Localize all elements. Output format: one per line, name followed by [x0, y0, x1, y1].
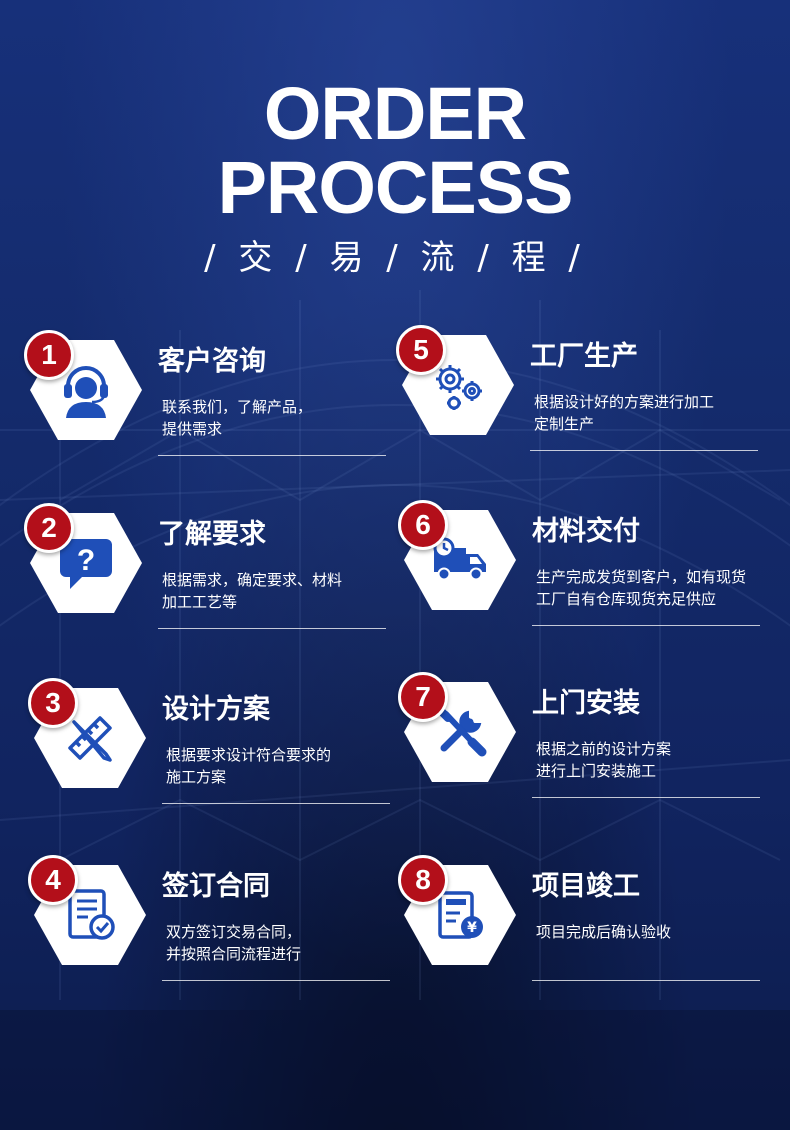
- title-order: ORDER: [263, 72, 527, 155]
- contract-icon: [68, 889, 115, 940]
- step-2: ? 2 了解要求 根据需求，确定要求、材料 加工工艺等: [24, 503, 394, 653]
- step-1: 1 客户咨询 联系我们，了解产品， 提供需求: [24, 330, 394, 480]
- step-8: ¥ 8 项目竣工 项目完成后确认验收: [398, 855, 768, 1005]
- step-title: 材料交付: [532, 516, 640, 547]
- step-description-line: 进行上门安装施工: [536, 762, 657, 780]
- step-5: 5 工厂生产 根据设计好的方案进行加工 定制生产: [396, 325, 766, 475]
- step-number-badge: 7: [398, 672, 448, 722]
- step-description-line: 联系我们，了解产品，: [162, 398, 313, 416]
- step-number-badge: 1: [24, 330, 74, 380]
- step-description: 生产完成发货到客户，如有现货 工厂自有仓库现货充足供应: [536, 566, 771, 610]
- divider: [532, 797, 760, 798]
- step-description-line: 项目完成后确认验收: [536, 923, 672, 941]
- step-description: 根据需求，确定要求、材料 加工工艺等: [162, 569, 397, 613]
- step-description: 根据之前的设计方案 进行上门安装施工: [536, 738, 771, 782]
- step-description-line: 提供需求: [162, 420, 223, 438]
- step-description-line: 工厂自有仓库现货充足供应: [536, 590, 717, 608]
- step-title: 签订合同: [162, 871, 270, 902]
- step-title: 设计方案: [162, 694, 270, 725]
- title-process: PROCESS: [217, 146, 574, 229]
- divider: [532, 980, 760, 981]
- tools-icon: [436, 706, 487, 757]
- step-description-line: 施工方案: [166, 768, 227, 786]
- divider: [162, 803, 390, 804]
- invoice-yen-icon: ¥: [438, 891, 483, 939]
- step-6: 6 材料交付 生产完成发货到客户，如有现货 工厂自有仓库现货充足供应: [398, 500, 768, 650]
- step-description-line: 根据要求设计符合要求的: [166, 746, 332, 764]
- step-description-line: 生产完成发货到客户，如有现货: [536, 568, 747, 586]
- step-description: 双方签订交易合同， 并按照合同流程进行: [166, 921, 401, 965]
- hex-badge: ?: [30, 513, 142, 613]
- step-title: 上门安装: [532, 688, 640, 719]
- subtitle: / 交 / 易 / 流 / 程 /: [204, 238, 586, 278]
- question-bubble-icon: ?: [60, 539, 112, 589]
- step-description-line: 并按照合同流程进行: [166, 945, 302, 963]
- divider: [532, 625, 760, 626]
- divider: [162, 980, 390, 981]
- step-description-line: 根据之前的设计方案: [536, 740, 672, 758]
- step-4: 4 签订合同 双方签订交易合同， 并按照合同流程进行: [28, 855, 398, 1005]
- step-description: 联系我们，了解产品， 提供需求: [162, 396, 397, 440]
- step-description-line: 双方签订交易合同，: [166, 923, 302, 941]
- step-title: 客户咨询: [158, 346, 266, 377]
- step-description: 根据要求设计符合要求的 施工方案: [166, 744, 401, 788]
- step-number-badge: 4: [28, 855, 78, 905]
- step-description: 根据设计好的方案进行加工 定制生产: [534, 391, 769, 435]
- step-title: 了解要求: [158, 519, 266, 550]
- step-description-line: 加工工艺等: [162, 593, 238, 611]
- divider: [530, 450, 758, 451]
- divider: [158, 628, 386, 629]
- step-number-badge: 5: [396, 325, 446, 375]
- step-description-line: 定制生产: [534, 415, 595, 433]
- step-3: 3 设计方案 根据要求设计符合要求的 施工方案: [28, 678, 398, 828]
- divider: [158, 455, 386, 456]
- step-number-badge: 8: [398, 855, 448, 905]
- step-title: 工厂生产: [530, 341, 638, 372]
- step-description: 项目完成后确认验收: [536, 921, 771, 943]
- pencil-ruler-icon: [68, 716, 112, 762]
- svg-text:¥: ¥: [467, 920, 477, 936]
- svg-text:?: ?: [77, 544, 95, 577]
- customer-service-icon: [64, 366, 108, 418]
- step-description-line: 根据设计好的方案进行加工: [534, 393, 715, 411]
- step-number-badge: 3: [28, 678, 78, 728]
- step-description-line: 根据需求，确定要求、材料: [162, 571, 343, 589]
- step-number-badge: 6: [398, 500, 448, 550]
- step-7: 7 上门安装 根据之前的设计方案 进行上门安装施工: [398, 672, 768, 822]
- step-number-badge: 2: [24, 503, 74, 553]
- step-title: 项目竣工: [532, 871, 640, 902]
- gears-icon: [436, 365, 482, 410]
